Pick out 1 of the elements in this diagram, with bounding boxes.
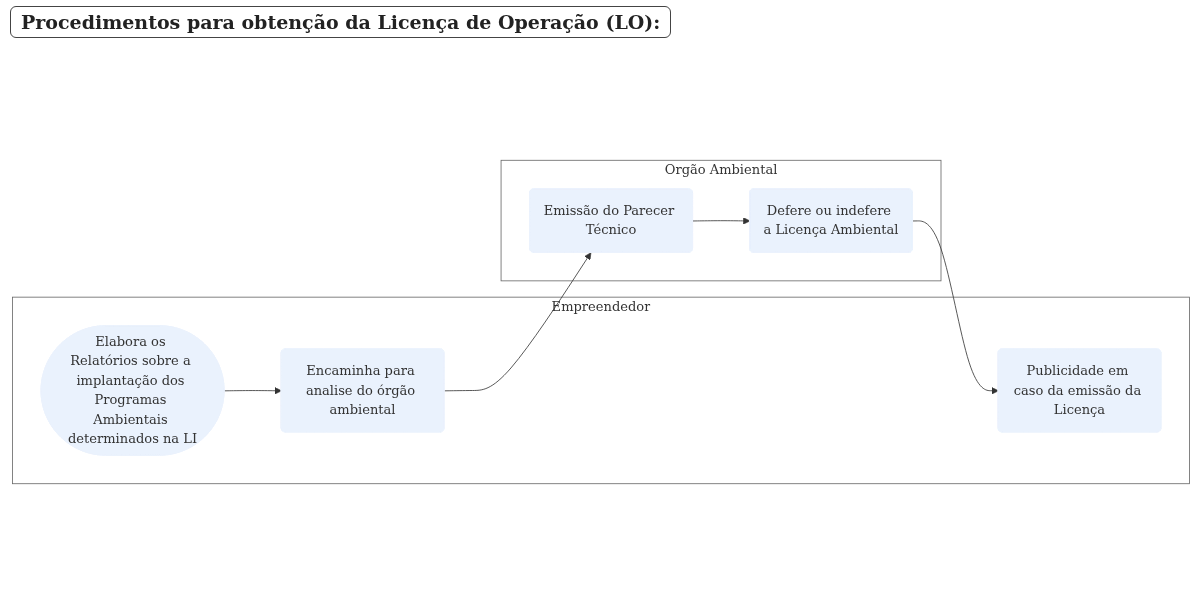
diagram-title: Procedimentos para obtenção da Licença de Operação (LO): bbox=[10, 6, 672, 38]
